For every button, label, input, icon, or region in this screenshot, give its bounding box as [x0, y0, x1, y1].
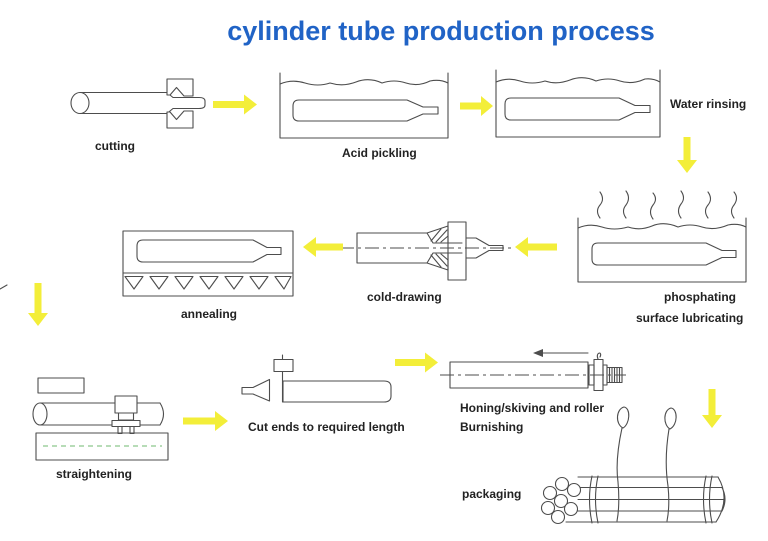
- vapour-line: [704, 191, 712, 219]
- raw-tube: [79, 91, 206, 115]
- funnel-tool: [241, 378, 271, 402]
- tube-cross-section: [550, 509, 566, 525]
- liquid-surface: [279, 79, 449, 86]
- bundle-tubes: [565, 476, 725, 523]
- motion-arrow-head: [533, 349, 543, 357]
- vapour-line: [596, 191, 604, 219]
- tank-walls: [279, 72, 449, 139]
- tube-cross-section: [566, 482, 582, 498]
- label-cutting: cutting: [95, 139, 135, 153]
- furnace-box: [122, 230, 294, 297]
- tube-in-tank: [504, 97, 651, 121]
- honing-diagram: [440, 349, 626, 392]
- vapour-line: [649, 192, 657, 220]
- vapour-line: [730, 191, 738, 219]
- press-head: [114, 395, 138, 414]
- cold-drawing-diagram: [340, 221, 512, 281]
- press-shoe: [117, 412, 135, 421]
- label-annealing: annealing: [181, 307, 238, 321]
- tank-walls: [495, 69, 661, 138]
- stray-mark: [0, 284, 8, 290]
- tube-in-tank: [292, 99, 439, 122]
- die-plate: [447, 221, 467, 281]
- page-title: cylinder tube production process: [227, 16, 655, 46]
- lower-cutting-tool: [166, 110, 194, 129]
- arrow-annealing-down: [28, 283, 48, 326]
- acid-pickling-diagram: [279, 72, 449, 139]
- arrow-cutends-to-honing: [395, 352, 438, 373]
- arrow-cutting-to-pickling: [213, 94, 257, 115]
- liquid-surface: [495, 77, 661, 84]
- tube-cross-section: [563, 501, 579, 517]
- label-surface-lubricating: surface lubricating: [636, 311, 744, 325]
- tube: [39, 402, 165, 426]
- water-rinsing-diagram: [495, 69, 661, 138]
- arrow-honing-to-packaging: [702, 389, 722, 428]
- strap-loop: [616, 406, 630, 429]
- label-water-rinsing: Water rinsing: [670, 97, 747, 111]
- arrow-pickling-to-rinsing: [460, 96, 493, 116]
- tube-body: [356, 232, 428, 264]
- label-packaging: packaging: [462, 487, 522, 501]
- cutter-head: [273, 358, 294, 373]
- tube-cross-section: [553, 493, 569, 509]
- arrow-rinsing-down: [677, 137, 697, 173]
- packaging-diagram: [540, 406, 726, 525]
- arrow-phosphating-to-colddrawing: [515, 237, 557, 257]
- tube-in-furnace: [136, 239, 282, 263]
- strap-line: [665, 428, 670, 522]
- tube-cross-section: [542, 485, 558, 501]
- band-left: [588, 475, 599, 524]
- flow-arrows: [28, 94, 722, 431]
- phosphating-diagram: [577, 190, 747, 283]
- label-burnishing: Burnishing: [460, 420, 524, 434]
- label-straightening: straightening: [56, 467, 133, 481]
- band-right: [702, 475, 713, 524]
- tank-walls: [577, 217, 747, 283]
- annealing-diagram: [122, 230, 294, 297]
- straightening-diagram: [32, 377, 169, 461]
- vapour-line: [677, 190, 685, 219]
- die-bore: [447, 242, 463, 254]
- tool-hook: [596, 352, 602, 360]
- burner-triangles: [124, 275, 292, 290]
- press-bar: [111, 419, 141, 428]
- hatching-lower: [430, 253, 449, 268]
- bed-plate: [35, 432, 169, 461]
- vapour-line: [622, 190, 630, 219]
- tube: [282, 380, 392, 403]
- tube-cross-section: [540, 500, 556, 516]
- tube-cross-section: [554, 476, 570, 492]
- label-phosphating: phosphating: [664, 290, 736, 304]
- label-honing: Honing/skiving and roller: [460, 401, 605, 415]
- label-acid-pickling: Acid pickling: [342, 146, 417, 160]
- hatching-upper: [430, 228, 449, 243]
- tube-end-ellipse: [32, 402, 48, 426]
- cut-ends-diagram: [241, 354, 392, 403]
- strap-loop: [664, 407, 677, 430]
- strap-line: [616, 427, 623, 522]
- liquid-surface: [577, 223, 747, 230]
- arrow-straightening-to-cutends: [183, 411, 228, 431]
- tube-in-tank: [591, 242, 737, 266]
- cutting-diagram: [70, 78, 206, 129]
- upper-cutting-tool: [166, 78, 194, 97]
- arrow-colddrawing-to-annealing: [303, 237, 343, 257]
- label-cut-ends: Cut ends to required length: [248, 420, 405, 434]
- tube-end-ellipse: [70, 91, 90, 115]
- label-cold-drawing: cold-drawing: [367, 290, 442, 304]
- bundle-end-cap: [715, 476, 726, 523]
- guide-block: [37, 377, 85, 394]
